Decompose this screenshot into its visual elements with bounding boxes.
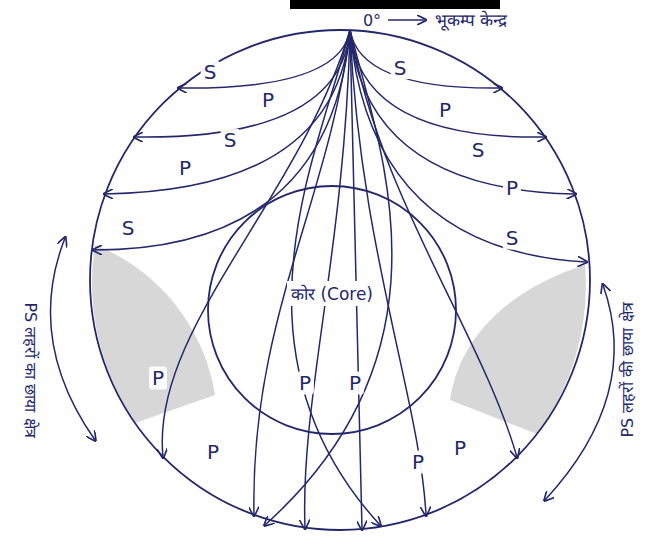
focus-label: भूकम्प केन्द्र (432, 11, 510, 31)
wave-letter: P (296, 372, 314, 395)
wave-letter: P (259, 89, 277, 112)
wave-letter: S (391, 57, 410, 80)
wave-letter: P (149, 367, 167, 390)
shadow-zone-label: PS लहरों का छाया क्षेत्र (21, 302, 39, 437)
earth-outline (90, 30, 590, 530)
wave-letter: P (204, 441, 222, 464)
wave-letter: P (409, 451, 427, 474)
wave-letter: P (436, 99, 454, 122)
degree-mark: 0° (360, 12, 384, 30)
core-outline (207, 185, 457, 435)
core-label: कोर (Core) (287, 281, 377, 306)
pointer-arrow (388, 19, 425, 21)
wave-letter: S (119, 217, 138, 240)
wave-letter: S (221, 129, 240, 152)
wave-letter: P (346, 372, 364, 395)
wave-letter: P (176, 157, 194, 180)
wave-letter: S (503, 227, 522, 250)
zone-bracket (545, 285, 614, 500)
shadow-zone (450, 265, 586, 434)
wave-letter: S (469, 139, 488, 162)
shadow-zone (92, 245, 215, 423)
wave-letter: P (451, 437, 469, 460)
wave-letter: P (503, 177, 521, 200)
wave-paths (94, 30, 586, 529)
zone-bracket (50, 238, 95, 440)
core-circle: कोर (Core) (207, 185, 457, 435)
wave-letter: S (201, 61, 220, 84)
redaction-bar (290, 0, 500, 9)
shadow-zone-label: PS लहरों की छाया क्षेत्र (619, 302, 637, 437)
